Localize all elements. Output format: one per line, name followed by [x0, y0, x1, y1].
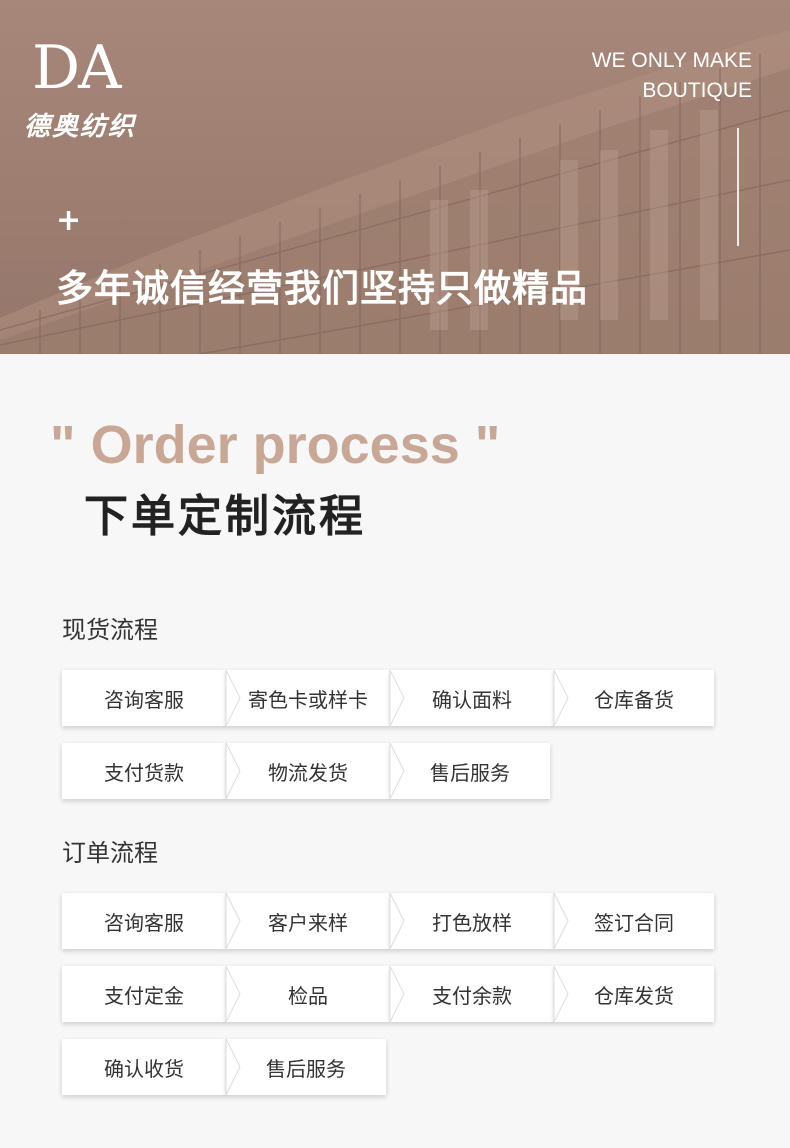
- order-process-title: 订单流程: [62, 839, 158, 867]
- building-background: [0, 30, 790, 354]
- step-label: 打色放样: [432, 910, 512, 935]
- process-step: 仓库备货: [554, 670, 714, 726]
- section-title-chinese: 下单定制流程: [84, 491, 366, 542]
- process-step: 支付余款: [390, 966, 554, 1022]
- step-label: 售后服务: [430, 760, 510, 785]
- step-label: 寄色卡或样卡: [248, 687, 368, 712]
- process-step: 咨询客服: [62, 670, 226, 726]
- process-step: 签订合同: [554, 893, 714, 949]
- step-label: 检品: [288, 983, 328, 1008]
- process-step: 仓库发货: [554, 966, 714, 1022]
- logo: DA 德奥纺织: [24, 36, 154, 146]
- step-label: 确认收货: [104, 1056, 184, 1081]
- step-label: 签订合同: [594, 910, 674, 935]
- process-step: 客户来样: [226, 893, 390, 949]
- banner-headline: 多年诚信经营我们坚持只做精品: [56, 267, 588, 310]
- process-step: 检品: [226, 966, 390, 1022]
- process-step: 打色放样: [390, 893, 554, 949]
- section-title-english: " Order process ": [50, 415, 501, 475]
- slogan-line-2: BOUTIQUE: [642, 79, 752, 102]
- step-label: 咨询客服: [104, 687, 184, 712]
- process-step: 物流发货: [226, 743, 390, 799]
- logo-chinese-name: 德奥纺织: [24, 112, 137, 142]
- step-label: 支付定金: [104, 983, 184, 1008]
- slogan-line-1: WE ONLY MAKE: [591, 49, 752, 72]
- header-banner: DA 德奥纺织 WE ONLY MAKE BOUTIQUE + 多年诚信经营我们…: [0, 0, 790, 354]
- step-label: 仓库备货: [594, 687, 674, 712]
- step-label: 物流发货: [268, 760, 348, 785]
- process-step: 寄色卡或样卡: [226, 670, 390, 726]
- slogan: WE ONLY MAKE BOUTIQUE: [592, 46, 752, 106]
- step-label: 支付货款: [104, 760, 184, 785]
- process-step: 确认面料: [390, 670, 554, 726]
- spot-process-title: 现货流程: [62, 616, 158, 644]
- process-step: 支付定金: [62, 966, 226, 1022]
- step-label: 支付余款: [432, 983, 512, 1008]
- logo-mark: DA: [32, 33, 121, 103]
- step-label: 确认面料: [432, 687, 512, 712]
- process-step: 售后服务: [226, 1039, 386, 1095]
- process-step: 支付货款: [62, 743, 226, 799]
- process-step: 售后服务: [390, 743, 550, 799]
- process-step: 咨询客服: [62, 893, 226, 949]
- plus-icon: +: [56, 203, 82, 238]
- step-label: 售后服务: [266, 1056, 346, 1081]
- step-label: 客户来样: [268, 910, 348, 935]
- step-label: 咨询客服: [104, 910, 184, 935]
- process-step: 确认收货: [62, 1039, 226, 1095]
- step-label: 仓库发货: [594, 983, 674, 1008]
- vertical-divider: [737, 128, 739, 246]
